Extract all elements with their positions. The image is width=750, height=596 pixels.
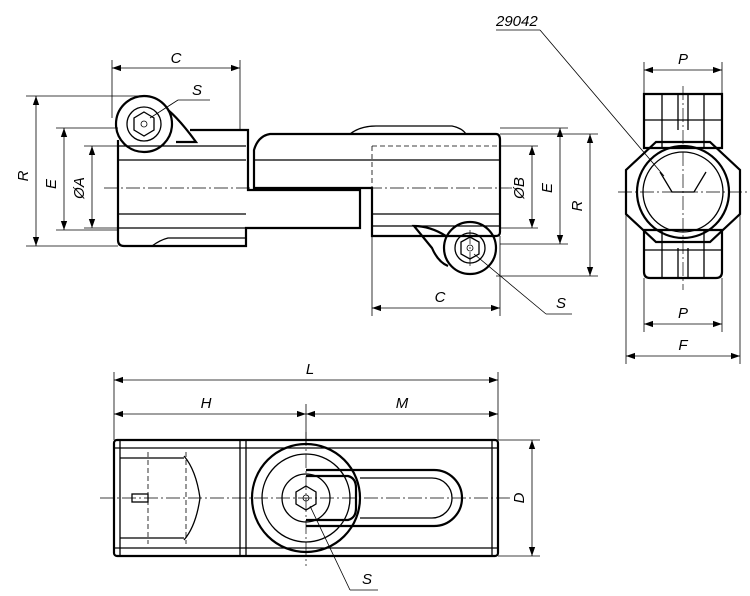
right-screw-center	[466, 244, 474, 252]
label-s-bottom: S	[362, 571, 372, 588]
label-e-right: E	[539, 182, 556, 193]
label-p-top: P	[678, 51, 688, 68]
label-r-left: R	[15, 170, 32, 181]
side-lower-block	[642, 228, 724, 280]
front-view-dimensions: C S R E ØA ØB E R	[15, 13, 665, 316]
left-screw-boss	[114, 94, 174, 154]
label-c-top: C	[171, 50, 182, 67]
label-r-right: R	[569, 200, 586, 211]
left-boss-lug	[167, 109, 199, 144]
label-b-dia: ØB	[511, 177, 528, 200]
side-view-dimensions: P P F	[625, 51, 741, 364]
left-clamp-slot	[151, 237, 246, 247]
label-part-number: 29042	[495, 13, 538, 30]
left-screw-head	[126, 106, 162, 142]
front-view	[104, 94, 512, 276]
left-hex-socket-icon	[133, 111, 155, 137]
label-h: H	[201, 395, 212, 412]
top-view-dimensions: L H M D S	[113, 361, 540, 591]
left-screw-center	[140, 120, 148, 128]
side-view	[618, 86, 748, 290]
label-e-left: E	[43, 178, 60, 189]
right-boss-lug	[411, 224, 449, 268]
top-slot-inner	[360, 477, 453, 519]
right-clamp-body	[252, 132, 502, 238]
label-d: D	[511, 492, 528, 503]
label-l: L	[306, 361, 314, 378]
label-c-bottom: C	[435, 289, 446, 306]
label-s-top-left: S	[192, 82, 202, 99]
side-outer-octagon	[624, 140, 742, 244]
label-a-dia: ØA	[71, 177, 88, 200]
label-p-bottom: P	[678, 305, 688, 322]
label-m: M	[396, 395, 409, 412]
label-s-mid: S	[556, 295, 566, 312]
right-clamp-top-lug	[349, 125, 467, 135]
right-screw-boss	[442, 220, 498, 276]
label-f: F	[678, 337, 688, 354]
side-upper-block	[642, 92, 724, 150]
left-clamp-body	[116, 128, 362, 248]
top-view	[100, 432, 512, 566]
